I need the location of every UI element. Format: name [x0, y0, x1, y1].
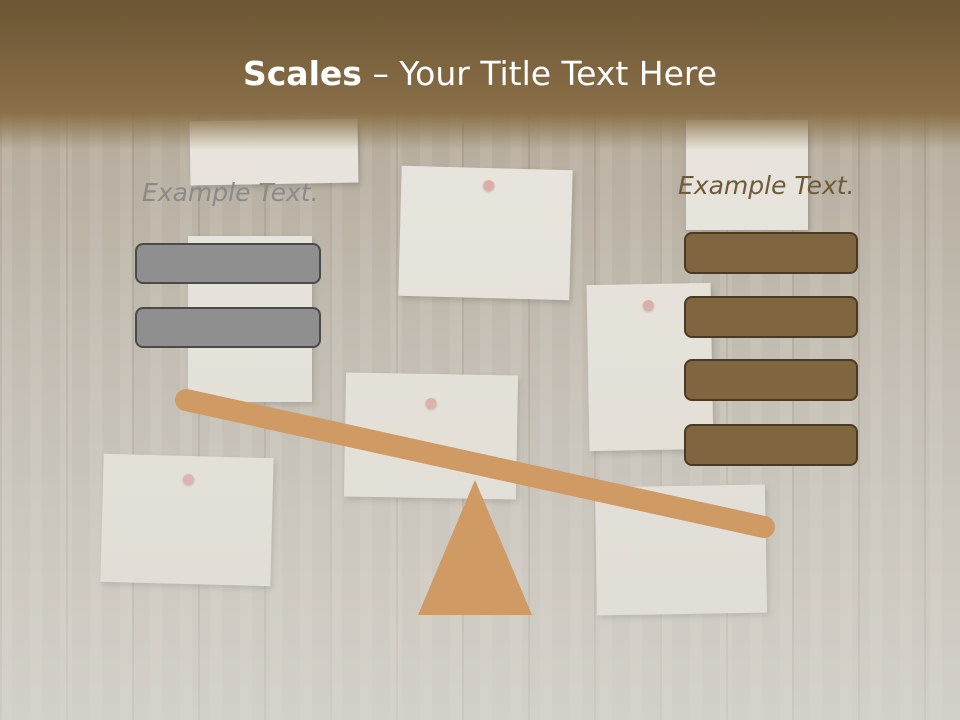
right-text-box-3[interactable] — [684, 359, 858, 401]
title-bar — [0, 0, 960, 150]
left-text-box-1[interactable] — [135, 243, 321, 284]
right-example-text: Example Text. — [678, 171, 855, 200]
right-text-box-1[interactable] — [684, 232, 858, 274]
left-example-text: Example Text. — [142, 178, 319, 207]
right-text-box-2[interactable] — [684, 296, 858, 338]
title-rest: – Your Title Text Here — [361, 54, 718, 93]
right-text-box-4[interactable] — [684, 424, 858, 466]
title-bold: Scales — [242, 54, 362, 93]
left-text-box-2[interactable] — [135, 307, 321, 348]
page-title: Scales – Your Title Text Here — [0, 52, 960, 96]
scale-beam — [175, 389, 775, 538]
scale-fulcrum — [418, 480, 532, 615]
